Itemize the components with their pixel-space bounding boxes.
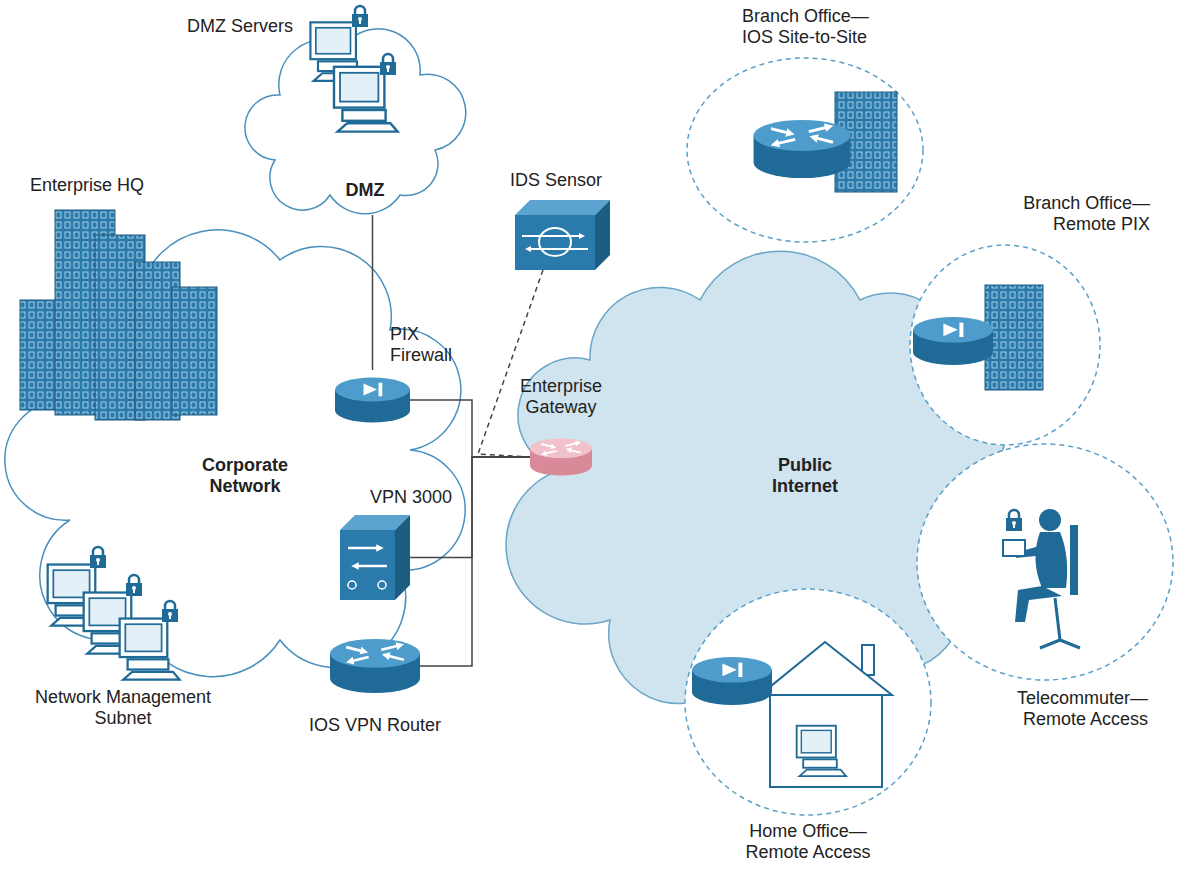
telecommuter-site: Telecommuter— Remote Access: [917, 444, 1173, 680]
node-label: VPN 3000: [370, 487, 480, 508]
pix-icon: [913, 317, 993, 365]
lock-icon: [1006, 510, 1022, 531]
network-link: [410, 400, 530, 457]
lock-icon: [352, 6, 368, 27]
enterprise-hq: Enterprise HQ: [20, 205, 220, 420]
node-label: Home Office— Remote Access: [723, 821, 893, 863]
ios-vpn-router: IOS VPN Router: [330, 637, 420, 695]
enterprise-gateway: Enterprise Gateway: [530, 428, 592, 486]
lock-icon: [162, 601, 178, 622]
node-label: Branch Office— Remote PIX: [990, 193, 1150, 235]
house-roof: [760, 642, 892, 695]
node-label: Telecommuter— Remote Access: [978, 688, 1148, 730]
node-label: IOS VPN Router: [295, 715, 455, 736]
lock-icon: [90, 547, 106, 568]
gateway-router-icon: [530, 438, 592, 475]
node-label: DMZ Servers: [187, 16, 305, 37]
home-office-site: [692, 642, 892, 787]
box-front: [515, 215, 595, 270]
box-top: [515, 200, 610, 215]
telecommuter-figure: [1003, 509, 1080, 648]
site-circle: [917, 444, 1173, 680]
lock-icon: [126, 575, 142, 596]
box-side: [395, 515, 410, 600]
node-label: Branch Office— IOS Site-to-Site: [742, 6, 897, 48]
management-pcs: [48, 547, 180, 680]
branch-office-site: Branch Office— Remote PIX: [910, 245, 1100, 445]
box-front: [340, 530, 395, 600]
dmz-servers: [310, 6, 397, 132]
dmz-cloud: DMZ ServersDMZ: [255, 10, 445, 215]
pix-firewall-icon: [335, 378, 410, 423]
node-label: Network Management Subnet: [8, 687, 238, 729]
vpn-concentrator-icon: [340, 515, 410, 600]
site-circle: [910, 245, 1100, 445]
ids-sensor: IDS Sensor: [515, 200, 610, 270]
pix-firewall: PIX Firewall: [335, 370, 410, 430]
branch-office-site: Branch Office— IOS Site-to-Site: [687, 58, 923, 242]
site-circle: [687, 58, 923, 242]
node-label: Public Internet: [750, 455, 860, 497]
branch-ios-site: [754, 92, 897, 192]
network-link: [372, 215, 374, 370]
site-circles: [685, 58, 1173, 815]
network-link: [410, 457, 530, 558]
site-circle: [685, 589, 931, 815]
chimney: [862, 645, 874, 675]
house-wall: [770, 695, 882, 787]
pix-icon: [692, 657, 772, 705]
home-office-site: Home Office— Remote Access: [685, 589, 931, 815]
server-icon: [334, 67, 398, 132]
hq-buildings: [20, 210, 217, 420]
box-side: [595, 200, 610, 270]
public-internet-cloud: Public Internet: [555, 280, 1000, 720]
ids-sensor-icon: [515, 200, 610, 270]
pc-icon: [120, 619, 180, 680]
pc-icon: [797, 726, 846, 776]
ios-router-icon: [330, 639, 420, 693]
node-label: DMZ: [335, 180, 395, 201]
node-label: PIX Firewall: [390, 324, 475, 366]
node-label: Enterprise HQ: [30, 175, 180, 196]
router-icon: [754, 120, 851, 178]
vpn-concentrator: VPN 3000: [340, 515, 410, 600]
node-label: IDS Sensor: [510, 170, 630, 191]
branch-pix-site: [913, 285, 1043, 390]
branch-building: [985, 285, 1043, 390]
node-label: Corporate Network: [180, 455, 310, 497]
building: [172, 287, 217, 415]
network-management-subnet: Network Management Subnet: [40, 555, 190, 680]
corporate-network-cloud: Corporate Network: [40, 240, 420, 660]
lock-icon: [380, 54, 396, 75]
node-label: Enterprise Gateway: [501, 376, 621, 418]
network-link: [478, 270, 543, 457]
